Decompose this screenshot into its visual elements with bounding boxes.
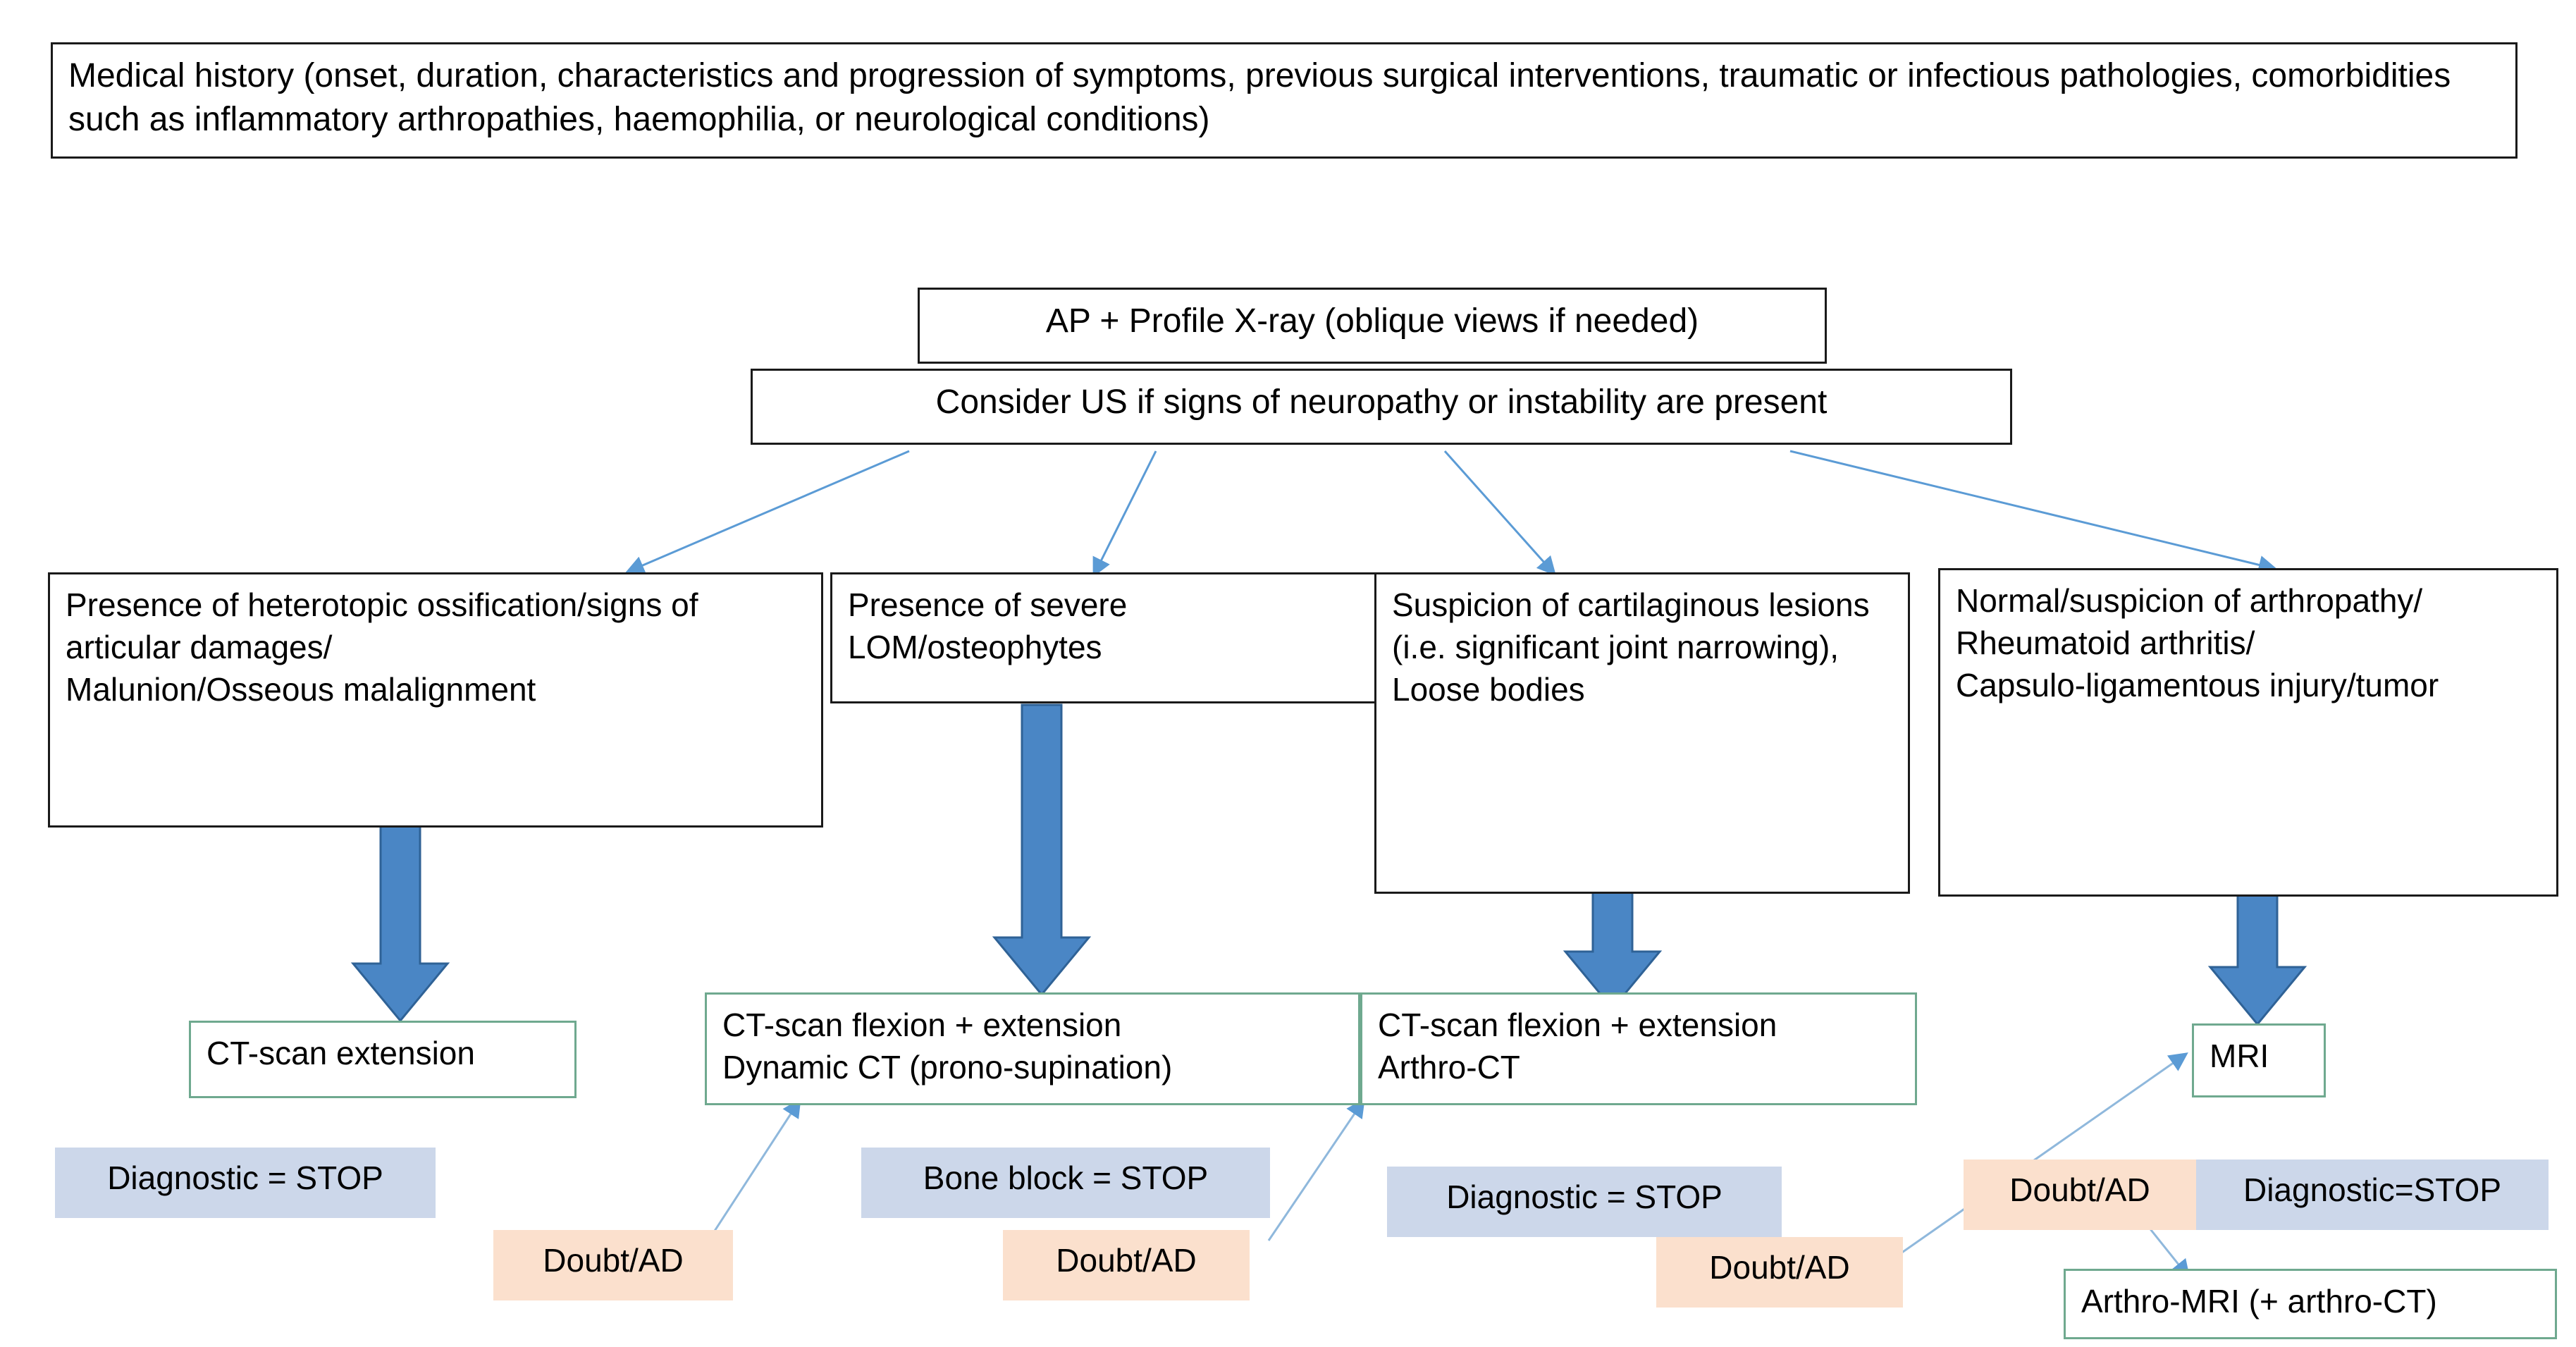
ct-scan-extension-box: CT-scan extension (189, 1021, 577, 1098)
doubt-ad-label-4: Doubt/AD (1964, 1160, 2196, 1230)
diagnostic-stop-label-2: Diagnostic = STOP (1387, 1167, 1782, 1237)
ct-scan-flexion-arthro-box: CT-scan flexion + extension Arthro-CT (1360, 992, 1917, 1105)
block-arrow-ct1 (350, 818, 450, 1023)
block-arrow-ct2 (992, 703, 1092, 997)
ultrasound-box: Consider US if signs of neuropathy or in… (751, 369, 2012, 445)
doubt-ad-label-3: Doubt/AD (1656, 1237, 1903, 1308)
xray-box: AP + Profile X-ray (oblique views if nee… (918, 288, 1827, 364)
block-arrow-mri (2207, 894, 2307, 1026)
branch-box-heterotopic-ossification: Presence of heterotopic ossification/sig… (48, 572, 823, 828)
block-arrow-ct3 (1563, 889, 1663, 1011)
doubt-ad-label-2: Doubt/AD (1003, 1230, 1250, 1300)
doubt-ad-label-1: Doubt/AD (493, 1230, 733, 1300)
mri-box: MRI (2192, 1023, 2326, 1097)
branch-box-normal-arthropathy: Normal/suspicion of arthropathy/ Rheumat… (1938, 568, 2558, 897)
diagnostic-stop-label-3: Diagnostic=STOP (2196, 1160, 2549, 1230)
branch-box-severe-lom: Presence of severe LOM/osteophytes (830, 572, 1380, 703)
bone-block-stop-label: Bone block = STOP (861, 1148, 1270, 1218)
ct-scan-flexion-dynamic-box: CT-scan flexion + extension Dynamic CT (… (705, 992, 1360, 1105)
medical-history-box: Medical history (onset, duration, charac… (51, 42, 2518, 159)
diagnostic-stop-label-1: Diagnostic = STOP (55, 1148, 436, 1218)
branch-box-cartilaginous-lesions: Suspicion of cartilaginous lesions (i.e.… (1374, 572, 1910, 894)
splitter-arrows (624, 450, 2278, 577)
arthro-mri-box: Arthro-MRI (+ arthro-CT) (2064, 1269, 2557, 1339)
